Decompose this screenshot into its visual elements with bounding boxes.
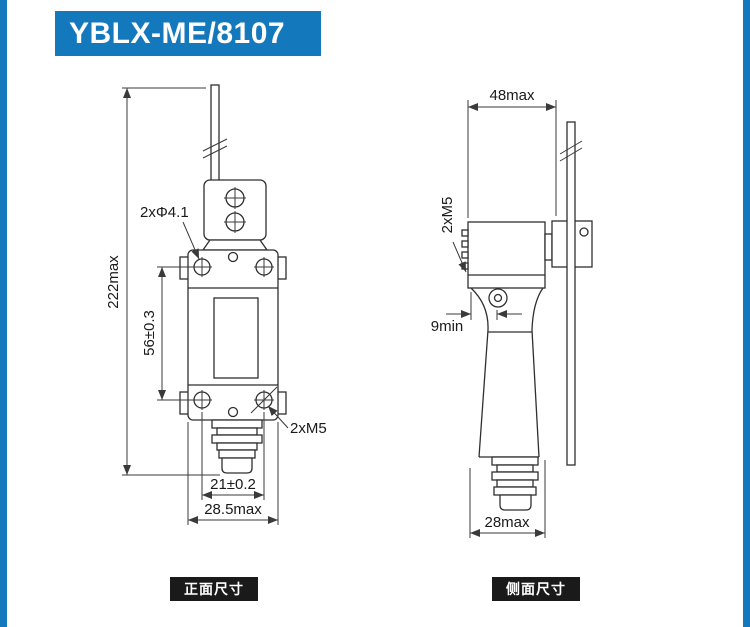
front-plunger [211,419,263,474]
dim-2xphi4-1: 2xΦ4.1 [140,204,200,260]
dim-222max-label: 222max [105,255,122,309]
dim-28max-label: 28max [484,514,530,531]
front-view-caption: 正面尺寸 [170,577,258,601]
dim-9min: 9min [431,292,522,335]
side-hinge-pin [488,288,508,308]
side-lever-rod [559,121,583,466]
side-plunger [491,456,539,511]
front-head [201,179,269,251]
dim-56-label: 56±0.3 [141,310,158,356]
thread-slash [250,386,278,414]
front-body [187,249,279,421]
dim-28-5max-label: 28.5max [204,501,262,518]
dim-thread-side-label: 2xM5 [439,197,456,234]
dim-thread-front-label: 2xM5 [290,420,327,437]
dim-48max: 48max [467,87,557,218]
dim-holes-label: 2xΦ4.1 [140,204,189,221]
dim-28-5max: 28.5max [187,422,279,525]
side-rod-break-mark [559,140,583,162]
front-lever-rod [202,84,228,183]
dim-9min-label: 9min [431,318,464,335]
dim-21-label: 21±0.2 [210,476,256,493]
dim-28max: 28max [469,460,546,538]
dim-222max: 222max [105,87,220,476]
front-view: 222max 2xΦ4.1 56±0.3 2xM5 [105,84,327,525]
dim-48max-label: 48max [489,87,535,104]
right-border-strip [743,0,750,627]
side-body [470,287,544,458]
front-screws [192,257,278,414]
dim-2xm5-side: 2xM5 [439,197,467,273]
side-view-caption: 侧面尺寸 [492,577,580,601]
dim-21: 21±0.2 [201,412,265,500]
front-bottom-center-hole [227,406,239,418]
left-border-strip [0,0,7,627]
rod-break-mark [202,138,228,159]
dim-56: 56±0.3 [141,266,194,401]
front-top-center-hole [227,251,239,263]
side-head-block [461,221,546,289]
side-view: 48max 2xM5 9min 28max [431,87,593,538]
product-title: YBLX-ME/8107 [55,11,321,56]
head-neck [201,239,269,251]
front-label-plate [213,297,259,379]
dim-2xm5-front: 2xM5 [267,405,327,437]
